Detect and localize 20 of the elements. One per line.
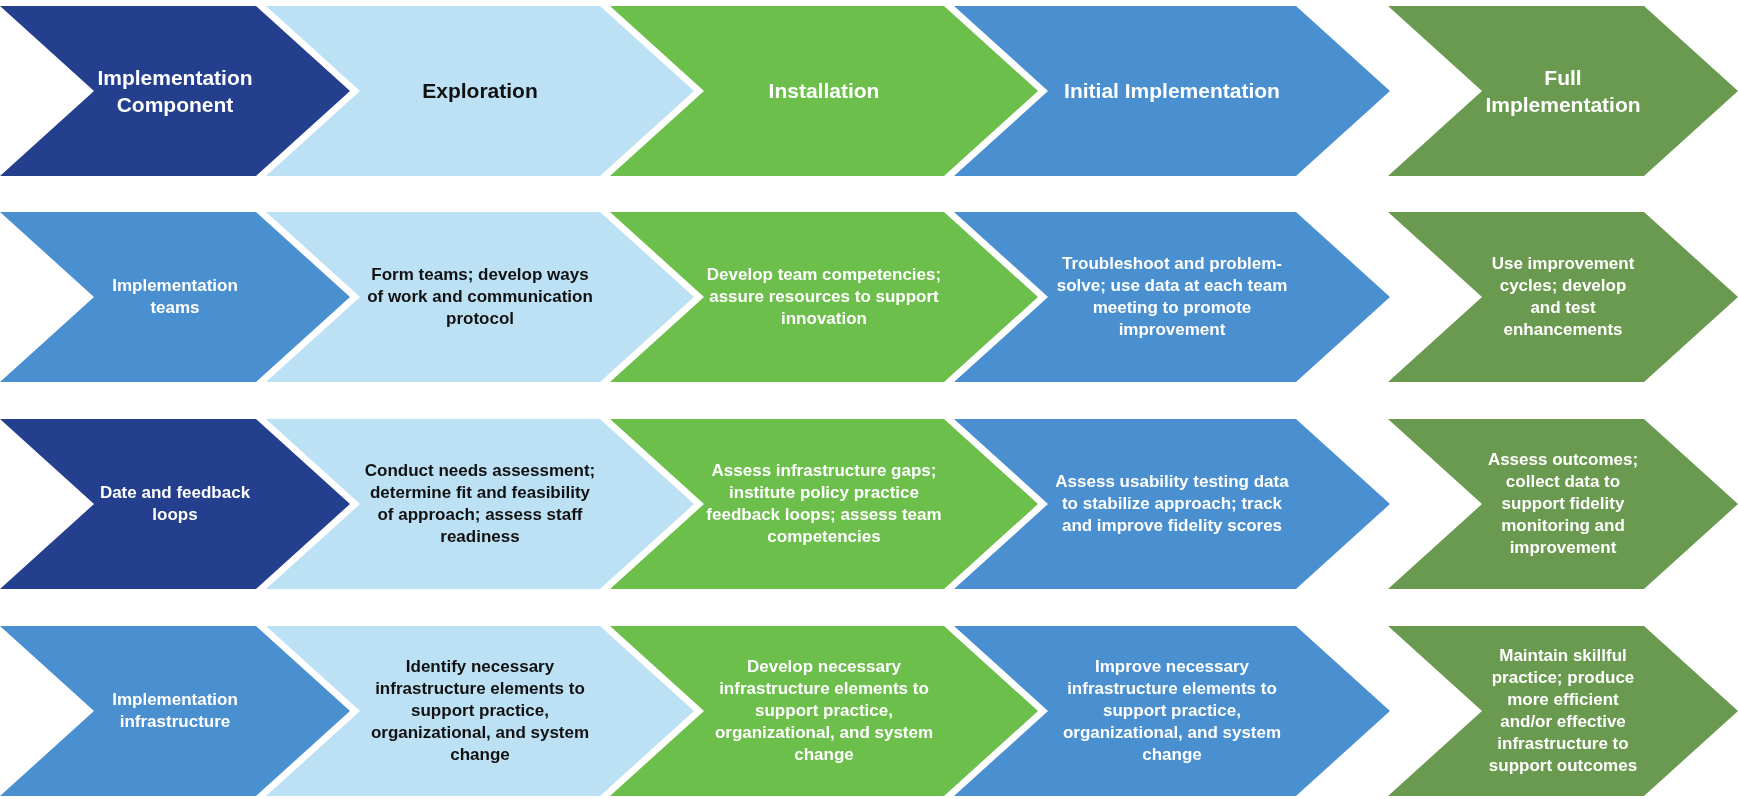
activity-text: Identify necessary infrastructure elements to support practice, organizational, and system change (369, 655, 591, 767)
activity-text: Assess infrastructure gaps; institute policy practice feedback loops; assess team competencies (706, 459, 942, 549)
activity-text: Form teams; develop ways of work and communication protocol (366, 263, 594, 331)
component-label: Implementation teams (111, 274, 239, 319)
activity-text: Troubleshoot and problem-solve; use data at each team meeting to promote improvement (1055, 252, 1289, 342)
activity-text: Conduct needs assessment; determine fit and feasibility of approach; assess staff readiness (363, 459, 597, 549)
stage-heading: Implementation Component (96, 64, 254, 118)
activity-text: Develop team competencies; assure resources to support innovation (706, 263, 942, 331)
stage-heading: Initial Implementation (1064, 78, 1280, 105)
stage-heading: Full Implementation (1484, 64, 1642, 118)
activity-text: Maintain skillful practice; produce more efficient and/or effective infrastructure to support outcomes (1487, 644, 1639, 778)
activity-text: Develop necessary infrastructure elements to support practice, organizational, and system change (713, 655, 935, 767)
stage-heading: Exploration (422, 78, 538, 105)
stage-heading: Installation (768, 78, 880, 105)
activity-text: Assess usability testing data to stabilize approach; track and improve fidelity scores (1054, 470, 1290, 538)
activity-text: Assess outcomes; collect data to support fidelity monitoring and improvement (1486, 448, 1640, 560)
activity-text: Use improvement cycles; develop and test enhancements (1490, 252, 1636, 342)
component-label: Date and feedback loops (98, 481, 252, 526)
component-label: Implementation infrastructure (111, 688, 239, 733)
activity-text: Improve necessary infrastructure elements to support practice, organizational, and system change (1061, 655, 1283, 767)
